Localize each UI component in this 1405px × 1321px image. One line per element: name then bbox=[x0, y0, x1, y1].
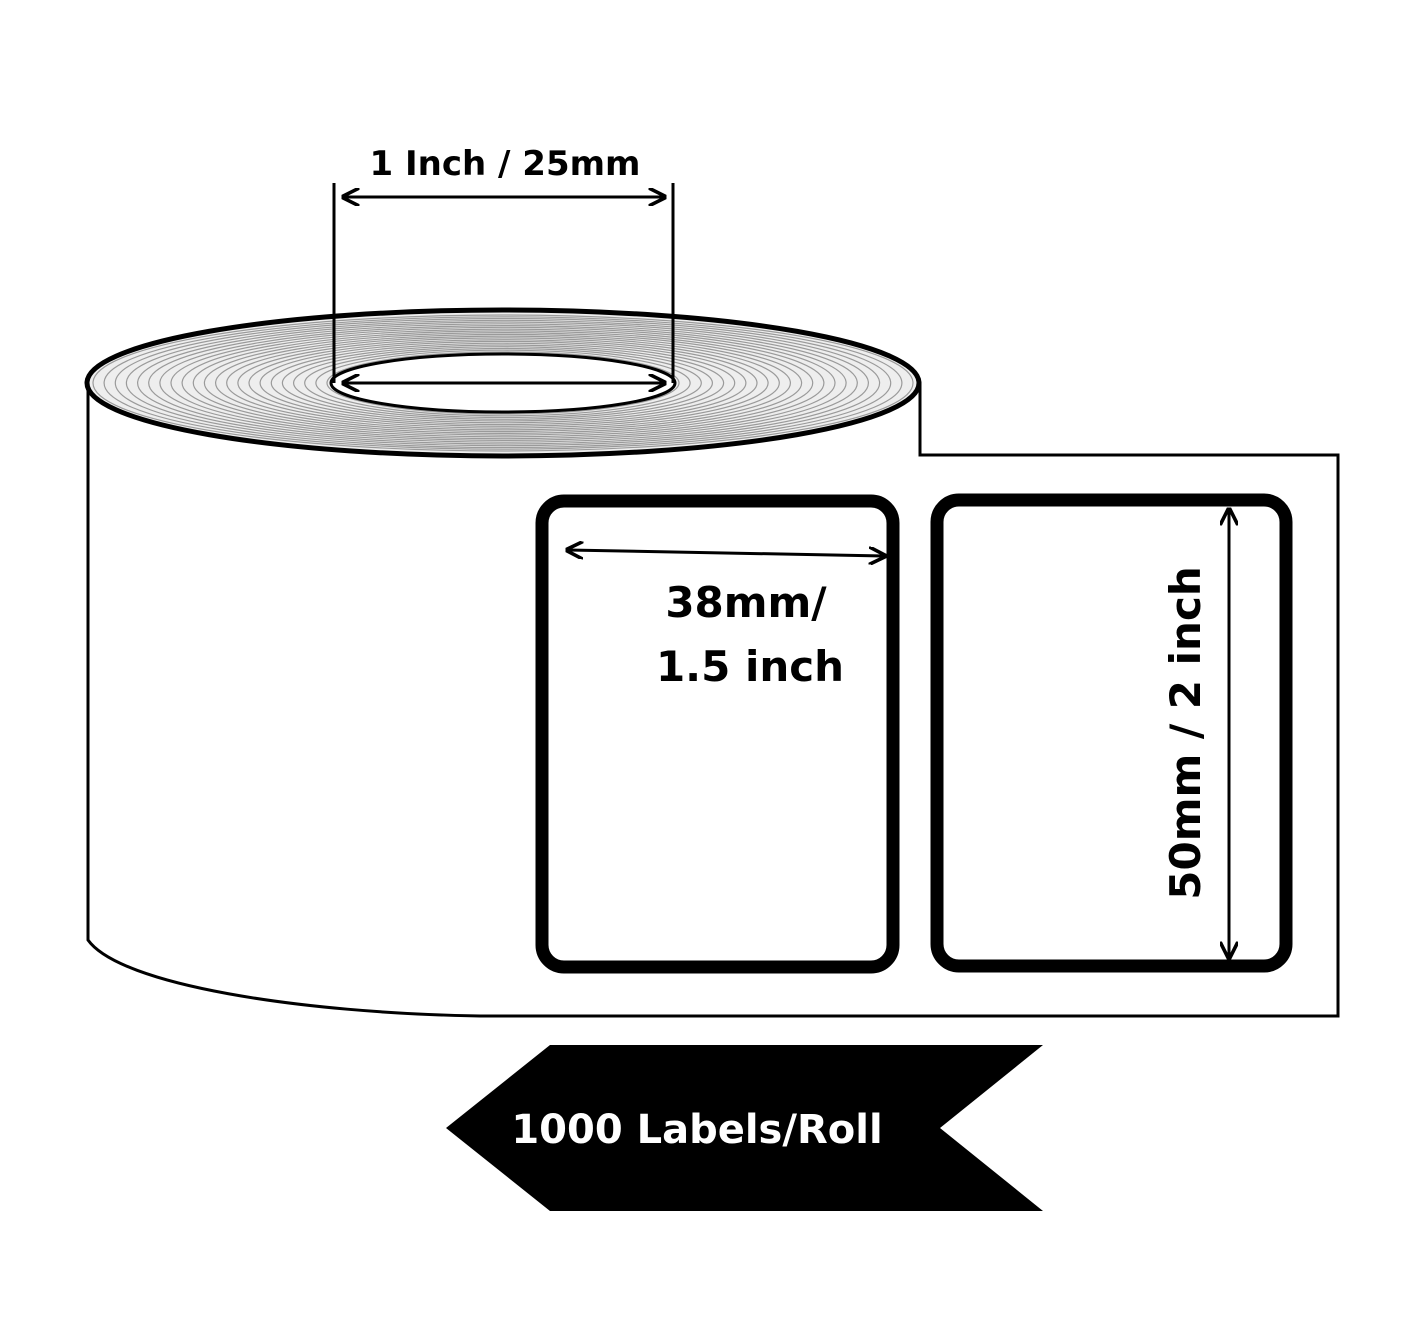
roll-layer-ring bbox=[259, 340, 747, 426]
roll-layer-ring bbox=[215, 333, 791, 433]
core-diameter-label: 1 Inch / 25mm bbox=[370, 144, 641, 184]
roll-layer-ring bbox=[270, 342, 736, 424]
roll-layer-ring bbox=[92, 314, 914, 452]
label-outline bbox=[930, 493, 1293, 973]
label-right: 50mm / 2 inch bbox=[930, 493, 1293, 973]
double-arrow-icon bbox=[568, 550, 884, 556]
roll-layer-ring bbox=[237, 337, 769, 429]
labels-per-roll-banner: 1000 Labels/Roll bbox=[446, 1045, 1043, 1211]
label-left: 38mm/ 1.5 inch bbox=[535, 494, 900, 974]
roll-top-face bbox=[84, 307, 922, 459]
roll-layer-ring bbox=[181, 328, 825, 438]
roll-layer-ring bbox=[293, 346, 713, 420]
roll-layer-ring bbox=[103, 316, 903, 450]
roll-layer-ring bbox=[192, 330, 814, 436]
roll-layer-ring bbox=[125, 319, 881, 447]
banner-shape bbox=[446, 1045, 1043, 1211]
roll-layer-ring bbox=[203, 332, 803, 435]
roll-layer-ring bbox=[326, 351, 680, 415]
roll-layer-ring bbox=[159, 325, 847, 442]
roll-layer-ring bbox=[315, 349, 691, 417]
label-width-line1: 38mm/ bbox=[665, 578, 827, 627]
banner-text: 1000 Labels/Roll bbox=[511, 1107, 882, 1153]
roll-layer-ring bbox=[281, 344, 725, 422]
roll-layer-ring bbox=[226, 335, 780, 431]
label-width-line2: 1.5 inch bbox=[656, 642, 844, 691]
roll-layer-ring bbox=[137, 321, 869, 445]
roll-layer-ring bbox=[148, 323, 858, 443]
core-dimension: 1 Inch / 25mm bbox=[332, 144, 675, 383]
roll-layer-ring bbox=[114, 317, 892, 449]
label-outline bbox=[535, 494, 900, 974]
roll-layer-ring bbox=[248, 339, 758, 427]
label-height-label: 50mm / 2 inch bbox=[1161, 566, 1210, 900]
roll-layer-ring bbox=[304, 347, 702, 419]
roll-layer-ring bbox=[170, 326, 836, 440]
